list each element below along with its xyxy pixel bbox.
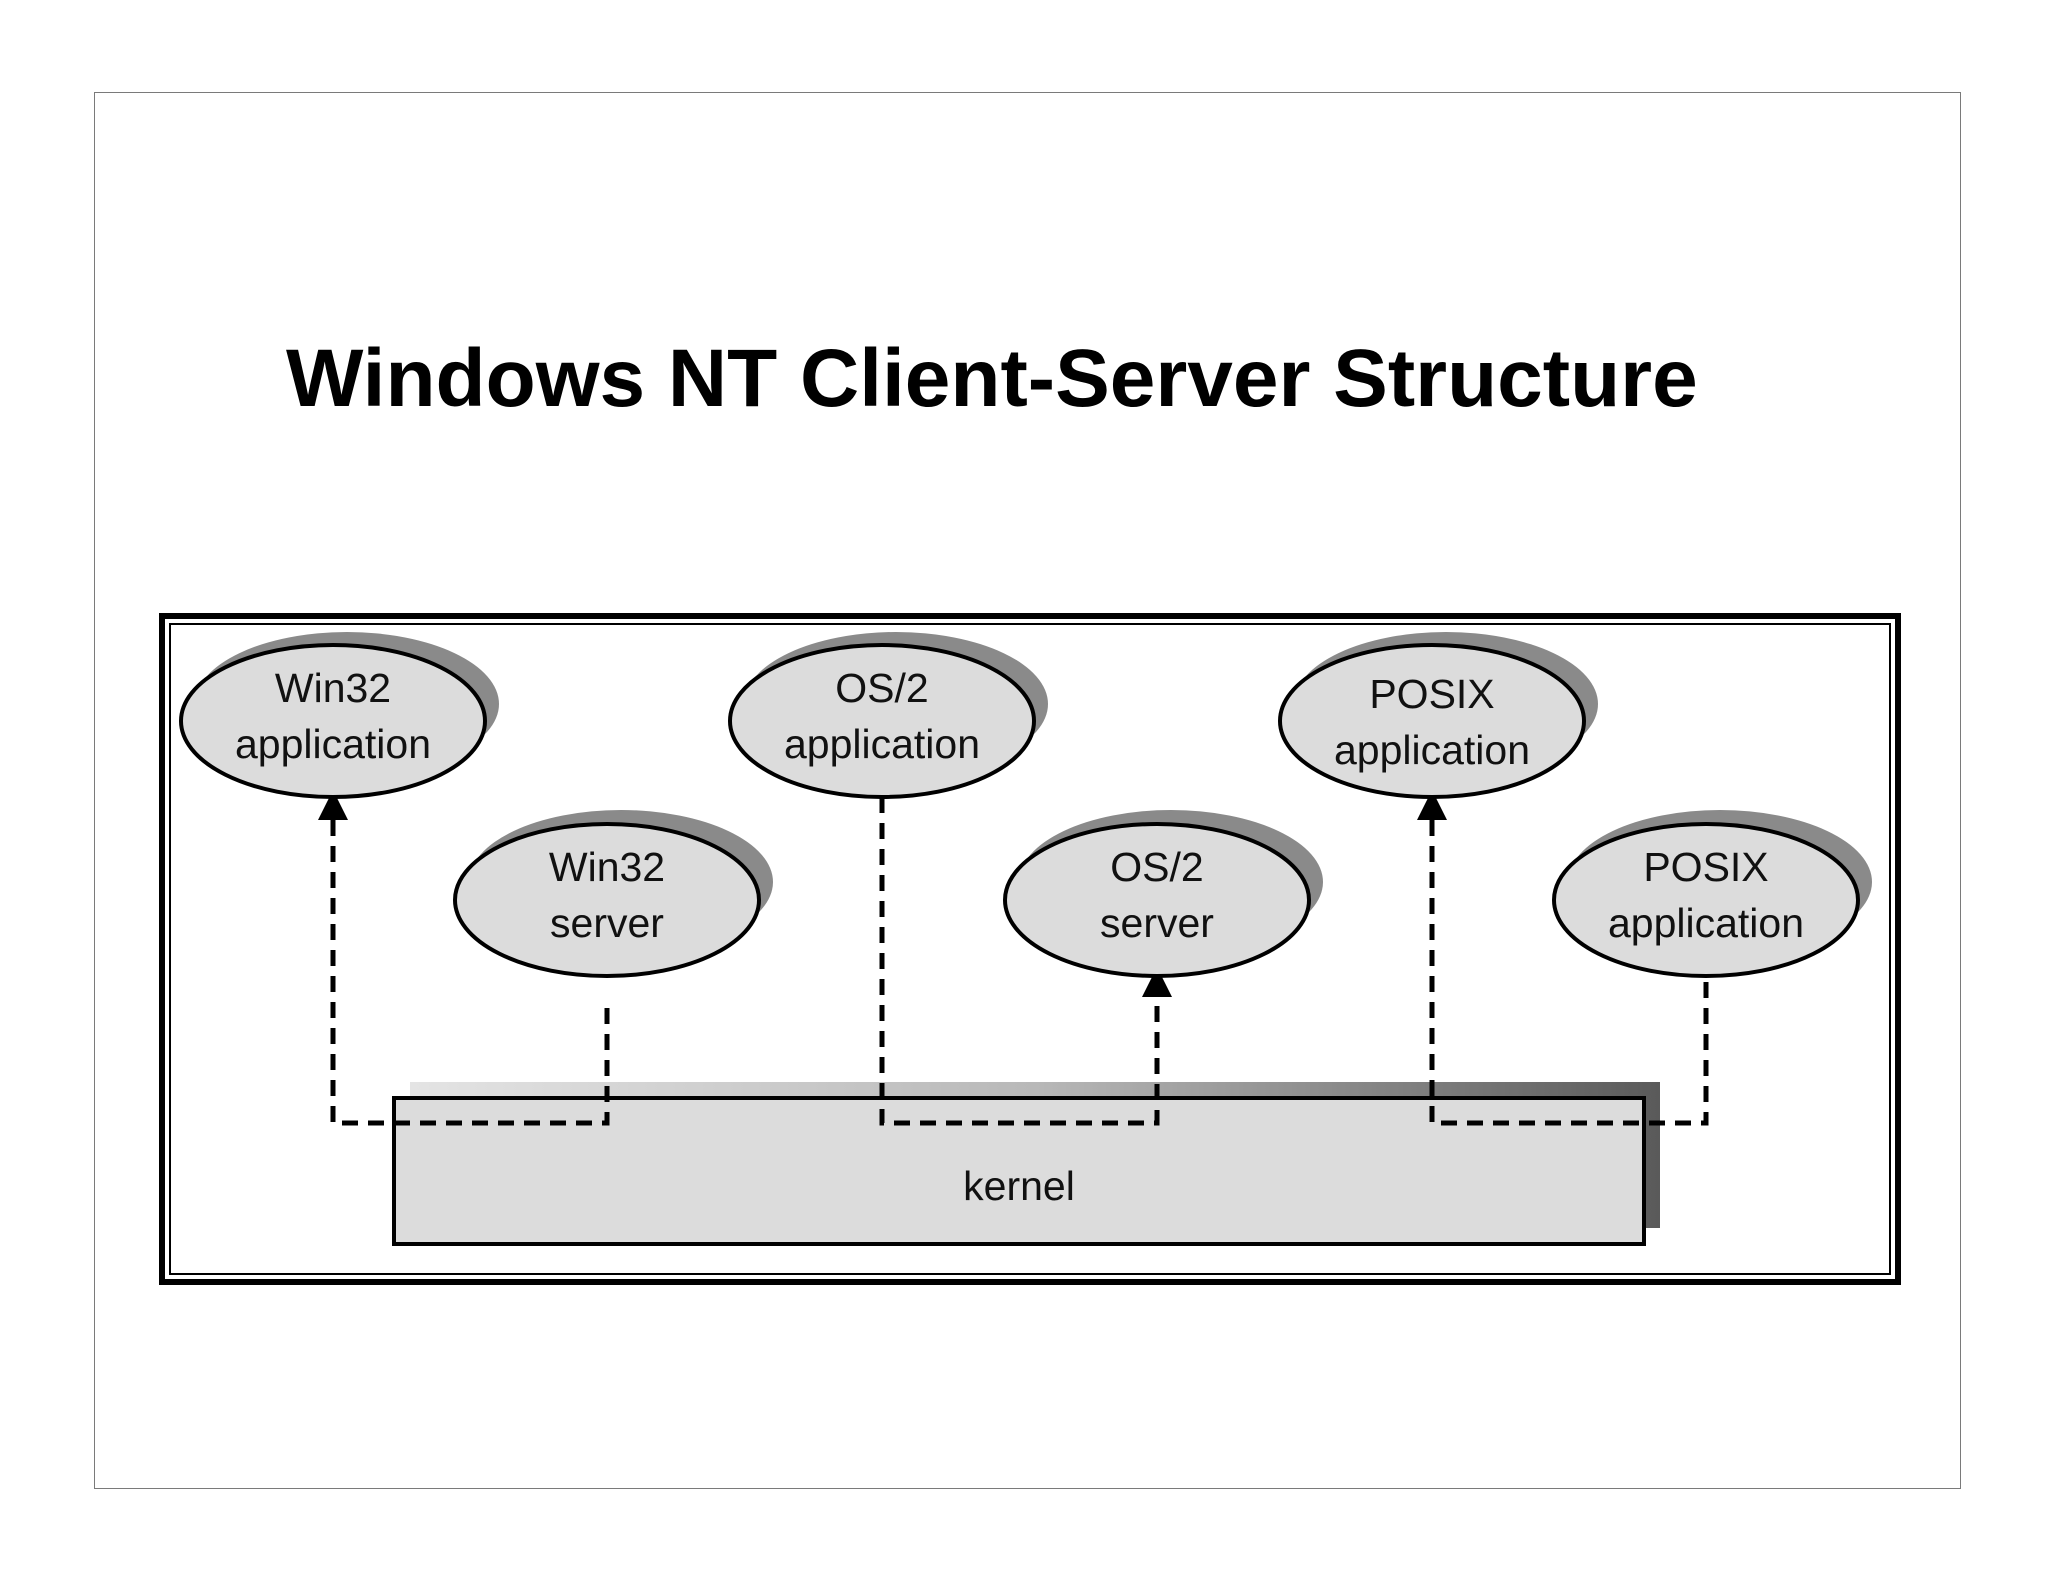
node-label-line2: application: [235, 721, 431, 767]
node-label-line1: POSIX: [1369, 671, 1494, 717]
node-os2-server: OS/2 server: [1003, 810, 1323, 978]
node-ellipse: [728, 643, 1036, 799]
node-posix-application-2: POSIX application: [1552, 810, 1872, 978]
node-label-line2: application: [1334, 727, 1530, 773]
node-label-line2: application: [1608, 900, 1804, 946]
connections: [318, 790, 1709, 1126]
node-win32-application: Win32 application: [179, 632, 499, 799]
posix-connection: [1417, 790, 1709, 1126]
node-label-line2: application: [784, 721, 980, 767]
node-label-line2: server: [1100, 900, 1214, 946]
os2-connection: [879, 797, 1172, 1126]
node-ellipse: [179, 643, 487, 799]
node-label-line1: Win32: [549, 844, 665, 890]
kernel-label: kernel: [963, 1163, 1075, 1209]
node-ellipse: [1003, 822, 1311, 978]
win32-connection: [318, 790, 610, 1126]
node-label-line1: Win32: [275, 665, 391, 711]
node-win32-server: Win32 server: [453, 810, 773, 978]
node-label-line1: OS/2: [835, 665, 928, 711]
slide-frame: [94, 92, 1961, 1489]
kernel-block: kernel: [392, 1082, 1660, 1246]
node-os2-application: OS/2 application: [728, 632, 1048, 799]
node-label-line1: OS/2: [1110, 844, 1203, 890]
node-ellipse: [1552, 822, 1860, 978]
node-label-line2: server: [550, 900, 664, 946]
node-label-line1: POSIX: [1643, 844, 1768, 890]
slide-title: Windows NT Client-Server Structure: [286, 333, 1698, 424]
node-ellipse: [453, 822, 761, 978]
node-posix-application: POSIX application: [1278, 632, 1598, 799]
node-ellipse: [1278, 643, 1586, 799]
